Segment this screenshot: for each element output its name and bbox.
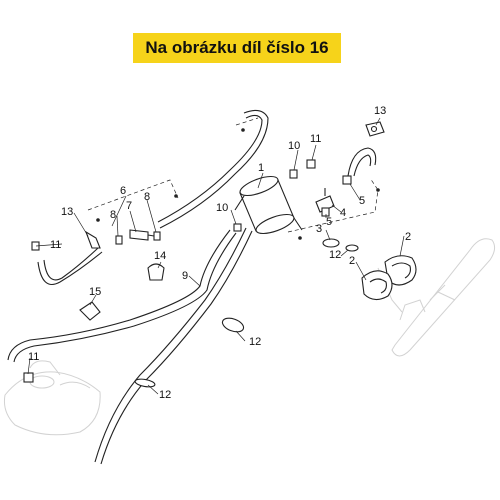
callout-5-right: 5	[359, 195, 365, 207]
callout-8-left: 8	[110, 209, 116, 221]
clip-part-8-right	[153, 231, 161, 241]
callout-4: 4	[340, 207, 346, 219]
callout-5-mid: 5	[326, 216, 332, 228]
title-banner: Na obrázku díl číslo 16	[133, 33, 341, 63]
clip-part-10-mid	[233, 223, 242, 232]
hose-upper-left	[157, 109, 269, 229]
clip-part-11-bottom	[23, 372, 34, 383]
callout-2-upper: 2	[405, 231, 411, 243]
clamp-part-2-lower	[361, 270, 393, 301]
callout-13-top: 13	[374, 105, 386, 117]
hose-main-9	[7, 229, 237, 363]
group-frame-right	[287, 177, 379, 233]
callout-15: 15	[89, 286, 101, 298]
ring-part-12-right	[345, 244, 359, 252]
group-frame-left	[87, 179, 179, 211]
callout-12-right: 12	[329, 249, 341, 261]
ghost-tank-outline	[4, 360, 101, 436]
callout-8-right: 8	[144, 191, 150, 203]
bracket-part-13-top	[365, 121, 385, 137]
callout-14: 14	[154, 250, 166, 262]
callout-10-top: 10	[288, 140, 300, 152]
connector-part-5-right	[342, 175, 352, 185]
ring-part-12-mid	[221, 317, 245, 333]
clamp-part-2-upper	[384, 255, 417, 286]
callout-11-left: 11	[50, 239, 61, 251]
callout-2-lower: 2	[349, 255, 355, 267]
connector-part-5-mid	[321, 207, 330, 217]
clip-part-11-top	[306, 159, 316, 169]
banner-title: Na obrázku díl číslo 16	[145, 38, 329, 57]
leader-lines	[27, 117, 405, 395]
clip-part-10-top	[289, 169, 298, 179]
callout-12-mid: 12	[249, 336, 261, 348]
bracket-part-15	[79, 301, 101, 321]
hose-left-11	[37, 247, 103, 286]
callout-11-bottom: 11	[28, 351, 39, 363]
callout-10-mid: 10	[216, 202, 228, 214]
callout-12-bottom: 12	[159, 389, 171, 401]
callout-7: 7	[126, 200, 132, 212]
clip-part-8-left	[115, 235, 123, 245]
hose-right-upper	[347, 147, 377, 177]
group-frame-top	[235, 117, 259, 126]
callout-9: 9	[182, 270, 188, 282]
tee-connector-part-4	[315, 188, 335, 213]
fuel-filter-part-1	[234, 175, 303, 235]
callout-11-top: 11	[310, 133, 321, 145]
fitting-part-13-left	[84, 230, 101, 249]
clip-part-14	[147, 263, 165, 281]
callout-6: 6	[120, 185, 126, 197]
hose-long-lower	[94, 227, 253, 465]
reference-dots	[96, 128, 380, 240]
ring-part-3	[322, 238, 340, 248]
callout-13-left: 13	[61, 206, 73, 218]
clip-part-12-bottom	[134, 378, 156, 388]
callout-1: 1	[258, 162, 264, 174]
valve-part-7	[129, 229, 155, 241]
callout-3: 3	[316, 223, 322, 235]
